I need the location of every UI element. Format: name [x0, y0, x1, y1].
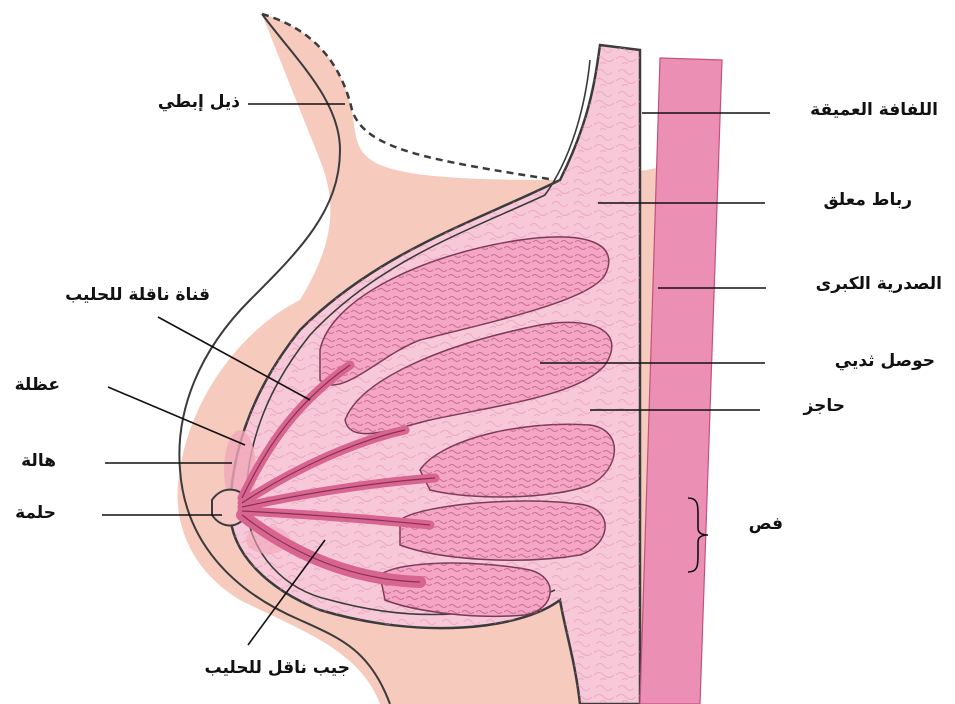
label-deep-fascia: اللفافة العميقة: [778, 102, 938, 119]
label-septum: حاجز: [765, 398, 845, 415]
label-lactiferous-duct: قناة ناقلة للحليب: [10, 287, 210, 304]
label-lactiferous-sinus: جيب ناقل للحليب: [145, 660, 350, 677]
label-lobe: فص: [738, 516, 783, 533]
label-areola: هالة: [10, 453, 56, 470]
label-alveolar-lobule: حوصل ثديي: [770, 353, 935, 370]
label-nipple: حلمة: [10, 505, 56, 522]
label-muscle-fiber: عظلة: [10, 377, 60, 394]
label-pectoralis-major: الصدرية الكبرى: [770, 276, 942, 293]
label-axillary-tail: ذيل إبطي: [130, 94, 240, 111]
pectoralis-major-band: [640, 58, 722, 704]
label-suspensory-ligament: رباط معلق: [772, 192, 912, 209]
